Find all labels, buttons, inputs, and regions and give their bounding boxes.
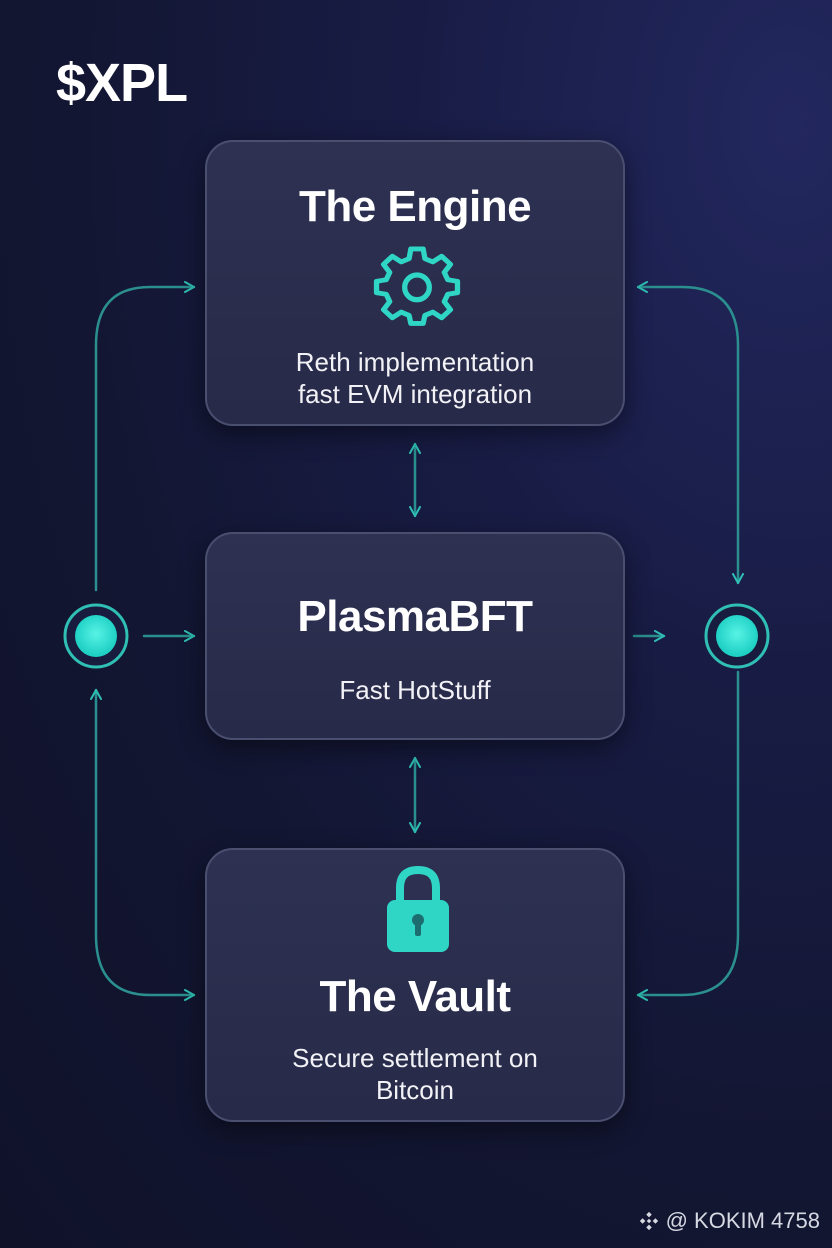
right-lower-connector xyxy=(636,670,740,1001)
vault-card: The Vault Secure settlement on Bitcoin xyxy=(205,848,625,1122)
plasmabft-description: Fast HotStuff xyxy=(207,674,623,706)
vault-description: Secure settlement on Bitcoin xyxy=(207,1042,623,1106)
vault-description-line1: Secure settlement on xyxy=(292,1043,538,1073)
engine-description-line1: Reth implementation xyxy=(295,347,535,377)
plasmabft-card: PlasmaBFT Fast HotStuff xyxy=(205,532,625,740)
vault-description-line2: Bitcoin xyxy=(375,1075,455,1105)
gear-icon xyxy=(373,246,461,326)
plasmabft-title: PlasmaBFT xyxy=(297,592,533,641)
left-upper-connector xyxy=(94,281,196,592)
lock-icon xyxy=(387,865,449,952)
vault-title: The Vault xyxy=(319,972,511,1021)
watermark-text: @ KOKIM 4758 xyxy=(665,1208,820,1233)
engine-title: The Engine xyxy=(298,182,532,231)
watermark: @ KOKIM 4758 xyxy=(638,1208,820,1234)
left-node xyxy=(63,603,129,669)
engine-description-line2: fast EVM integration xyxy=(297,379,533,409)
engine-card: The Engine Reth implementation fast EVM … xyxy=(205,140,625,426)
left-lower-connector xyxy=(90,688,196,1001)
right-node xyxy=(704,603,770,669)
right-upper-connector xyxy=(636,281,744,585)
brand-title: $XPL xyxy=(56,53,188,113)
diamond-logo-icon xyxy=(639,1211,658,1231)
engine-description: Reth implementation fast EVM integration xyxy=(207,346,623,410)
plasmabft-description-line1: Fast HotStuff xyxy=(339,675,491,705)
